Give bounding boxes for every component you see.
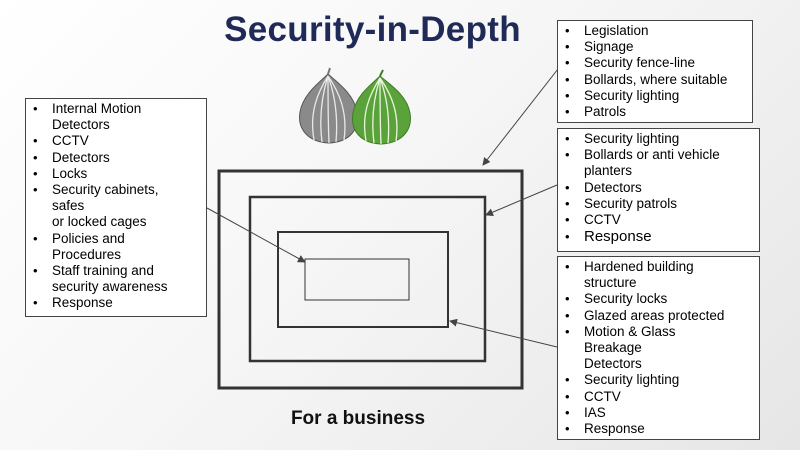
list-item: Security cabinets, safes or locked cages [33, 182, 200, 231]
perimeter-measures-box: Legislation Signage Security fence-line … [557, 20, 753, 123]
list-item: Internal Motion Detectors [33, 101, 200, 133]
list-item: IAS [565, 405, 753, 421]
third-layer-rect [277, 231, 449, 328]
grey-onion-half [299, 67, 358, 144]
list-item: Motion & Glass Breakage Detectors [565, 324, 753, 373]
list-item: CCTV [565, 212, 753, 228]
list-item: Response [33, 295, 200, 311]
list-item: Bollards or anti vehicle planters [565, 147, 753, 179]
list-item: Security lighting [565, 88, 746, 104]
list-item: Staff training and security awareness [33, 263, 200, 295]
outer-layer-rect [217, 169, 524, 390]
list-item: Security fence-line [565, 55, 746, 71]
list-item: Policies and Procedures [33, 231, 200, 263]
internal-measures-box: Internal Motion Detectors CCTV Detectors… [25, 98, 207, 317]
arrow-building [449, 318, 558, 348]
building-measures-box: Hardened building structure Security loc… [557, 256, 760, 440]
list-item: Security patrols [565, 196, 753, 212]
list-item: Detectors [565, 180, 753, 196]
list-item: Security locks [565, 291, 753, 307]
list-item: Bollards, where suitable [565, 72, 746, 88]
list-item: Hardened building structure [565, 259, 753, 291]
list-item: Detectors [33, 150, 200, 166]
arrow-perimeter [482, 59, 566, 166]
list-item: Legislation [565, 23, 746, 39]
list-item: CCTV [33, 133, 200, 149]
list-item: Security lighting [565, 131, 753, 147]
page-title: Security-in-Depth [224, 10, 521, 49]
list-item: Response [565, 421, 753, 437]
second-layer-rect [248, 195, 487, 363]
diagram-caption: For a business [290, 408, 426, 429]
inner-layer-rect [304, 258, 410, 301]
onion-icon [299, 67, 411, 145]
arrow-internal [206, 207, 306, 263]
list-item: Signage [565, 39, 746, 55]
list-item: CCTV [565, 389, 753, 405]
green-onion-half [352, 69, 411, 145]
arrow-site [485, 184, 558, 216]
list-item: Security lighting [565, 372, 753, 388]
site-measures-box: Security lighting Bollards or anti vehic… [557, 128, 760, 252]
list-item: Response [565, 228, 753, 246]
list-item: Locks [33, 166, 200, 182]
list-item: Patrols [565, 104, 746, 120]
list-item: Glazed areas protected [565, 308, 753, 324]
